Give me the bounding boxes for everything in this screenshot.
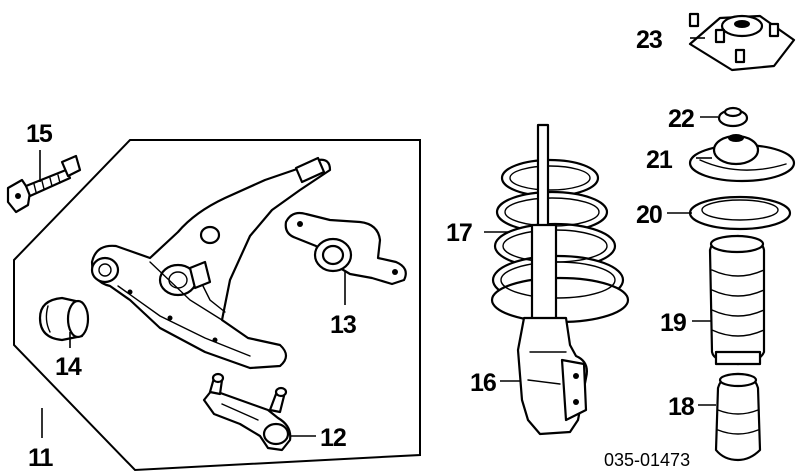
bushing-part-14 — [38, 296, 90, 342]
bushing-bracket-part-13 — [284, 211, 407, 286]
callout-23: 23 — [636, 26, 662, 54]
diagram-code: 035-01473 — [604, 450, 690, 470]
callout-21: 21 — [646, 146, 673, 174]
callout-13: 13 — [330, 311, 356, 339]
bearing-part-22 — [717, 106, 749, 128]
lower-control-arm — [90, 156, 332, 370]
spring-seat-part-21 — [688, 134, 796, 183]
callout-14: 14 — [55, 353, 82, 381]
dust-boot-part-19 — [708, 234, 766, 366]
callout-11: 11 — [28, 444, 54, 472]
callout-20: 20 — [636, 201, 662, 229]
strut-mount-part-23 — [688, 12, 796, 72]
callout-16: 16 — [470, 369, 496, 397]
callout-17: 17 — [446, 219, 472, 247]
lower-arm-kit-outline — [13, 139, 421, 472]
callout-15: 15 — [26, 120, 53, 148]
callout-18: 18 — [668, 393, 695, 421]
bump-stop-part-18 — [714, 372, 762, 462]
leader-lines — [39, 37, 718, 438]
strut-part-16 — [516, 123, 588, 436]
spring-pad-part-20 — [688, 195, 792, 231]
coil-spring-part-17 — [490, 158, 630, 324]
bolt-part-15 — [6, 154, 82, 214]
ball-joint-part-12 — [202, 372, 292, 452]
callout-22: 22 — [668, 105, 694, 133]
callout-12: 12 — [320, 424, 346, 452]
callout-19: 19 — [660, 309, 686, 337]
